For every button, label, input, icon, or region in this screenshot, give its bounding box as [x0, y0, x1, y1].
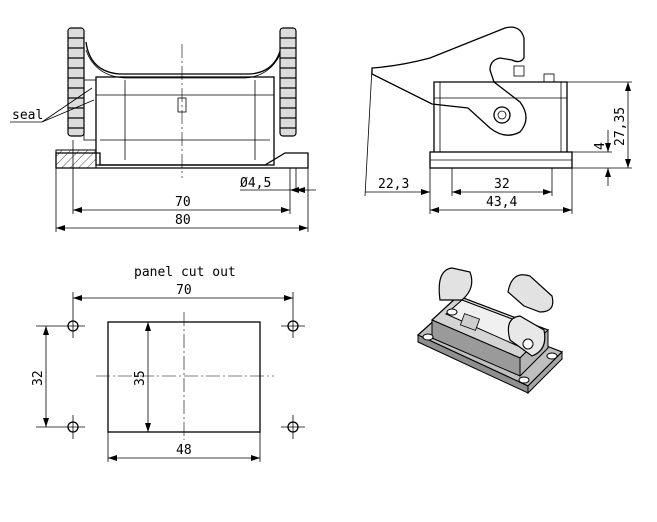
front-view: seal Ø4,5 70 80 — [10, 27, 316, 232]
mounting-hole-tl — [61, 314, 85, 338]
dim-22-3-label: 22,3 — [378, 177, 409, 192]
dim-32-side-label: 32 — [494, 177, 510, 192]
dim-27-35-label: 27,35 — [613, 107, 628, 146]
dim-80-label: 80 — [175, 213, 191, 228]
side-view: 22,3 32 43,4 4 27,35 — [364, 26, 632, 214]
mounting-hole-br — [281, 415, 305, 439]
dim-4-label: 4 — [593, 142, 608, 150]
seal-label: seal — [12, 108, 43, 123]
dim-43-4-label: 43,4 — [486, 195, 517, 210]
panel-cutout-view: panel cut out 70 32 — [31, 265, 305, 462]
dim-cutout-32-label: 32 — [31, 370, 46, 386]
dim-hole-label: Ø4,5 — [240, 176, 271, 191]
cutout-title: panel cut out — [134, 265, 236, 280]
isometric-view — [416, 267, 564, 395]
dim-cutout-70-label: 70 — [176, 283, 192, 298]
dim-cutout-35-label: 35 — [133, 370, 148, 386]
mounting-hole-bl — [61, 415, 85, 439]
dim-70-label: 70 — [175, 195, 191, 210]
mounting-hole-tr — [281, 314, 305, 338]
dim-cutout-48-label: 48 — [176, 443, 192, 458]
